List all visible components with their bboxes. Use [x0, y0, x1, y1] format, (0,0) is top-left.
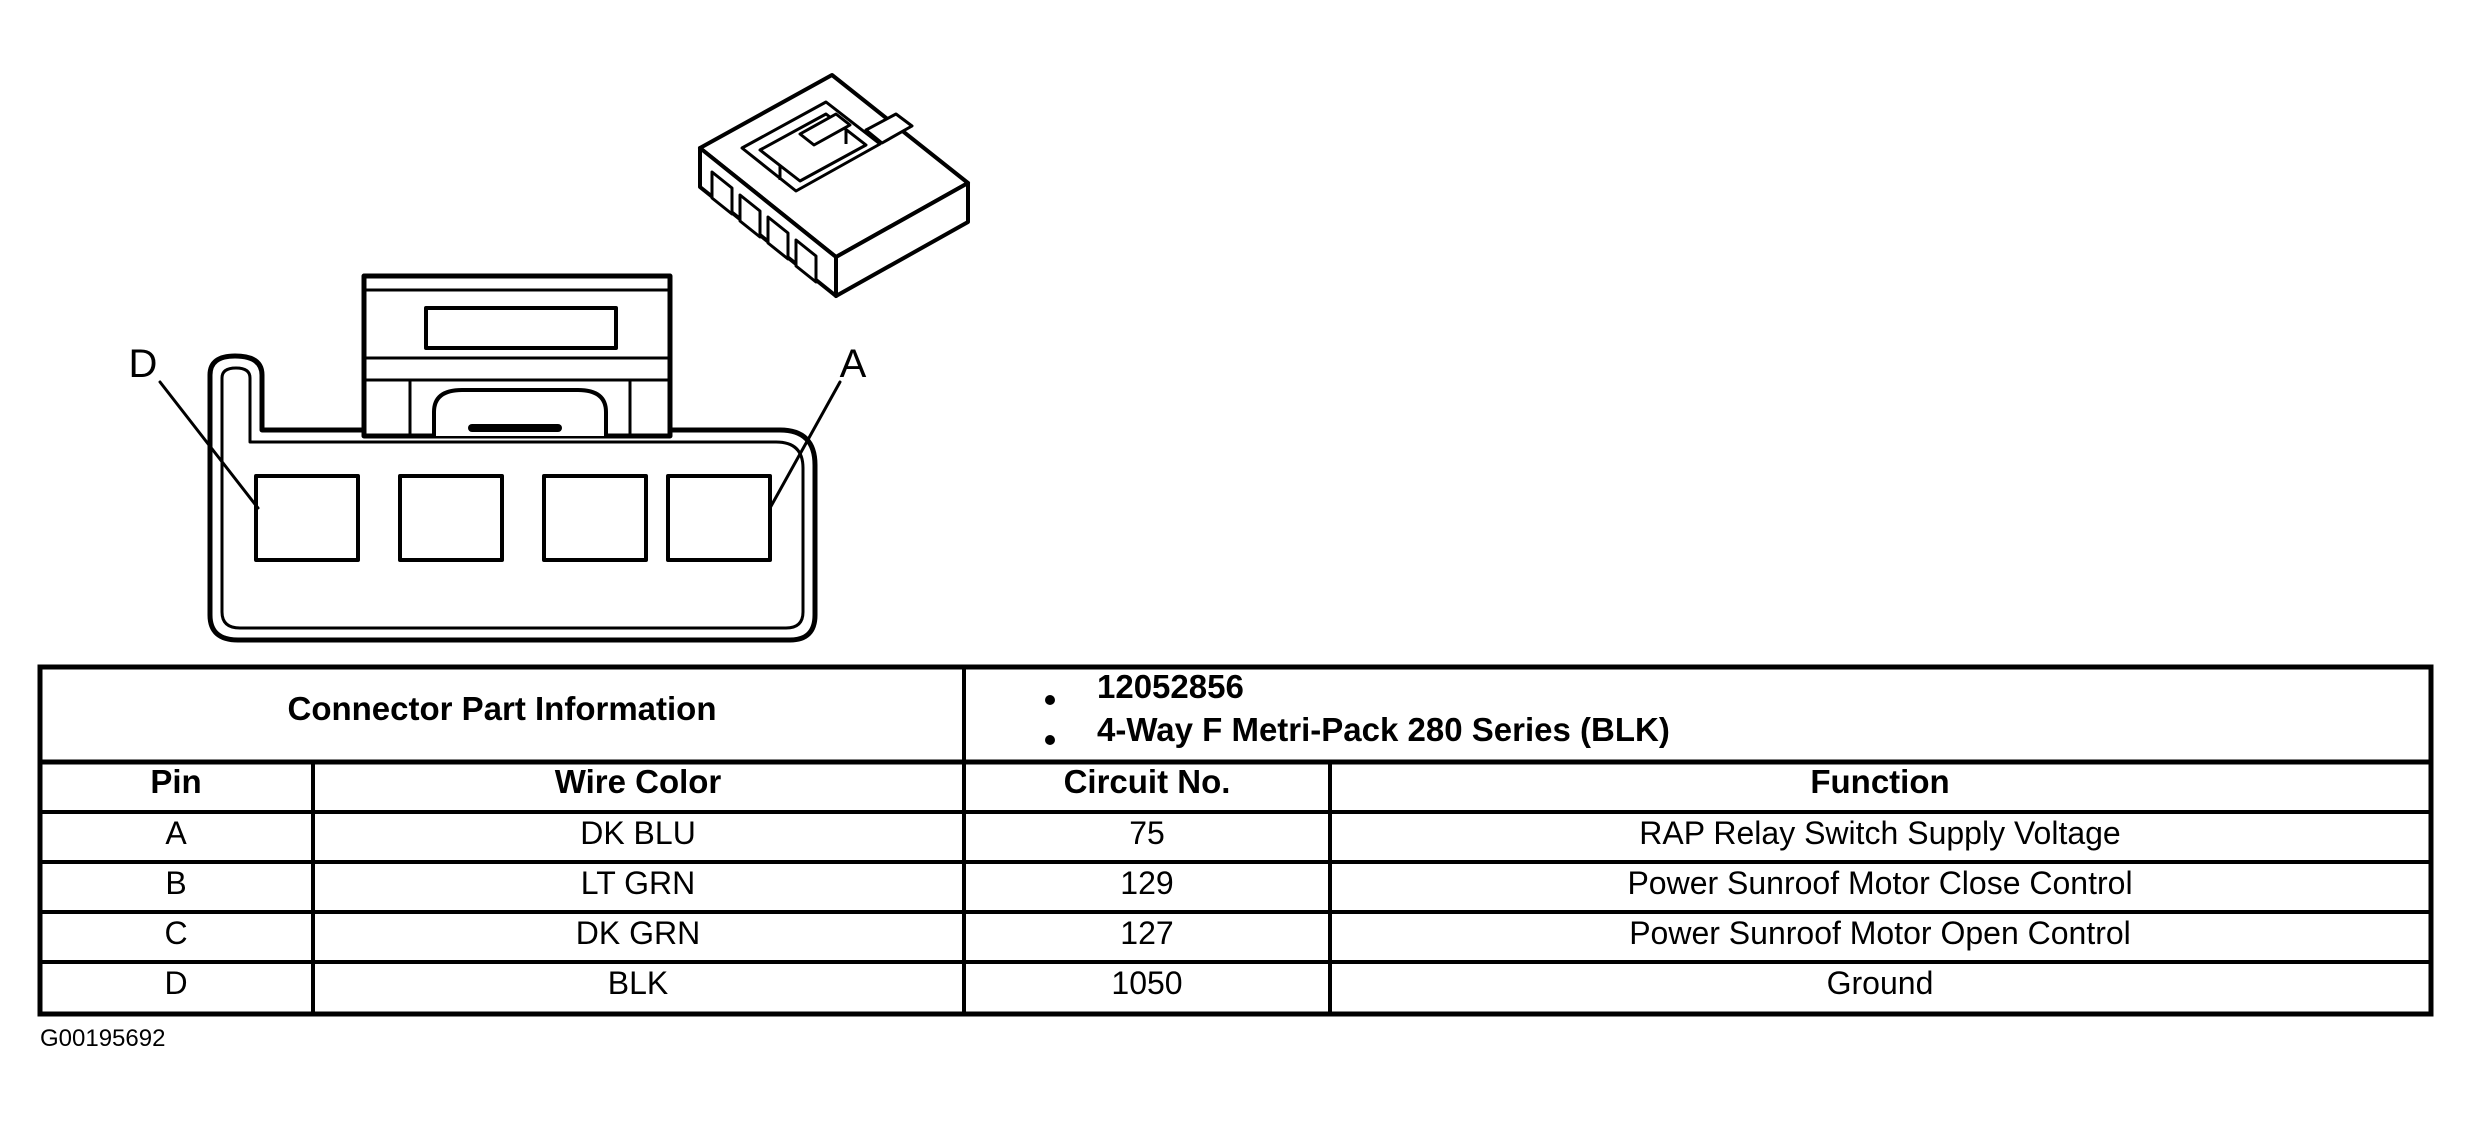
cell-circuit-no: 129	[1120, 865, 1173, 901]
pin-label-d: D	[129, 342, 158, 386]
cell-function: Power Sunroof Motor Open Control	[1629, 915, 2131, 951]
table-row: B LT GRN 129 Power Sunroof Motor Close C…	[165, 865, 2132, 901]
cell-function: Ground	[1827, 965, 1934, 1001]
cell-pin: C	[164, 915, 187, 951]
connector-face-view	[158, 273, 842, 643]
cell-wire-color: LT GRN	[581, 865, 695, 901]
connector-isometric-illustration	[698, 73, 970, 298]
figure-id: G00195692	[40, 1025, 165, 1052]
cell-function: RAP Relay Switch Supply Voltage	[1639, 815, 2120, 851]
cell-circuit-no: 75	[1129, 815, 1165, 851]
cell-circuit-no: 1050	[1111, 965, 1182, 1001]
part-description: 4-Way F Metri-Pack 280 Series (BLK)	[1097, 711, 1670, 748]
table-row: A DK BLU 75 RAP Relay Switch Supply Volt…	[165, 815, 2120, 851]
connector-table: Connector Part Information 12052856 4-Wa…	[37, 664, 2434, 1017]
cell-circuit-no: 127	[1120, 915, 1173, 951]
cell-wire-color: DK GRN	[576, 915, 700, 951]
cell-wire-color: BLK	[608, 965, 668, 1001]
bullet-icon	[1045, 735, 1055, 745]
header-pin: Pin	[150, 763, 201, 800]
table-row: D BLK 1050 Ground	[164, 965, 1933, 1001]
table-grid	[37, 664, 2434, 1017]
cell-pin: B	[165, 865, 186, 901]
header-function: Function	[1810, 763, 1949, 800]
cell-pin: A	[165, 815, 187, 851]
header-wire-color: Wire Color	[555, 763, 722, 800]
cell-pin: D	[164, 965, 187, 1001]
part-number: 12052856	[1097, 668, 1244, 705]
pin-label-a: A	[840, 342, 867, 386]
table-row: C DK GRN 127 Power Sunroof Motor Open Co…	[164, 915, 2130, 951]
header-circuit-no: Circuit No.	[1064, 763, 1231, 800]
bullet-icon	[1045, 695, 1055, 705]
cell-function: Power Sunroof Motor Close Control	[1627, 865, 2132, 901]
cell-wire-color: DK BLU	[580, 815, 696, 851]
part-info-label: Connector Part Information	[287, 690, 716, 727]
